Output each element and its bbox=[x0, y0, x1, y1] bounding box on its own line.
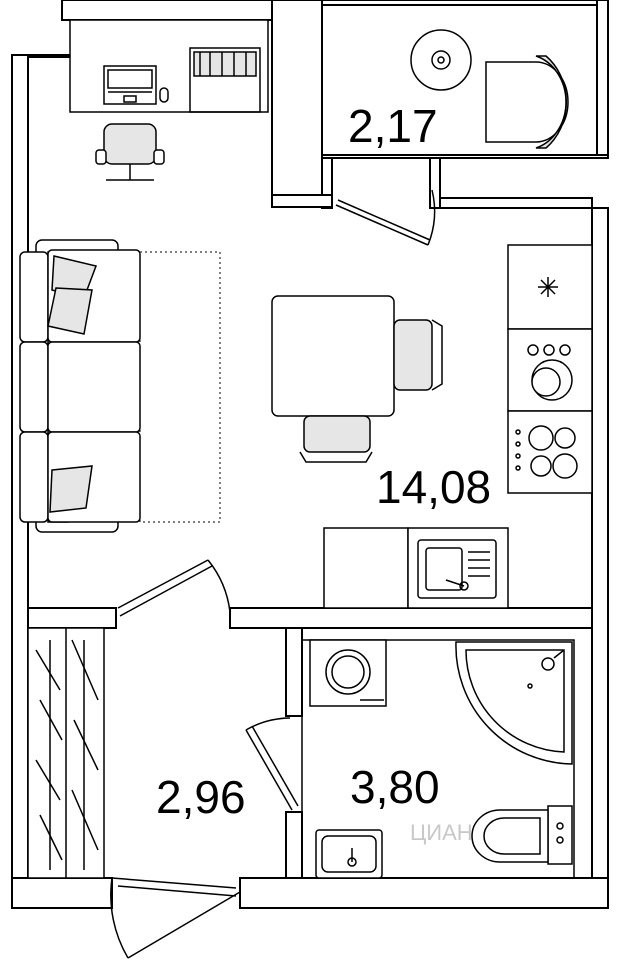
kitchen-sink-icon bbox=[417, 539, 497, 599]
door-bathroom bbox=[245, 717, 299, 811]
watermark: ЦИАН bbox=[410, 820, 473, 845]
bathroom-sink-icon bbox=[315, 829, 383, 879]
area-label-living-room: 14,08 bbox=[376, 461, 491, 513]
chair-right-icon bbox=[393, 319, 443, 391]
wardrobe bbox=[27, 627, 105, 879]
shower-icon bbox=[455, 641, 573, 765]
desk bbox=[69, 19, 269, 113]
bathroom-room bbox=[301, 639, 575, 879]
door-living-room bbox=[117, 559, 231, 617]
toilet-icon bbox=[485, 55, 569, 149]
area-label-bathroom: 3,80 bbox=[350, 761, 440, 813]
kettle-icon bbox=[527, 344, 573, 401]
stove-icon bbox=[515, 425, 578, 479]
office-chair-icon bbox=[95, 123, 165, 181]
outer-walls bbox=[11, 0, 609, 909]
sofa bbox=[19, 239, 221, 533]
wc-icon bbox=[471, 805, 573, 865]
area-label-bathroom-small: 2,17 bbox=[348, 100, 438, 152]
washing-machine-icon bbox=[309, 639, 387, 707]
fridge-icon bbox=[538, 277, 558, 297]
sink-round-icon bbox=[410, 29, 472, 91]
door-small-bathroom bbox=[335, 189, 436, 246]
pillow-icon bbox=[47, 255, 98, 513]
dining-table bbox=[271, 295, 395, 417]
chair-bottom-icon bbox=[299, 415, 373, 463]
area-label-hallway: 2,96 bbox=[156, 771, 246, 823]
entrance-door bbox=[110, 877, 241, 959]
laptop-icon bbox=[103, 65, 169, 105]
